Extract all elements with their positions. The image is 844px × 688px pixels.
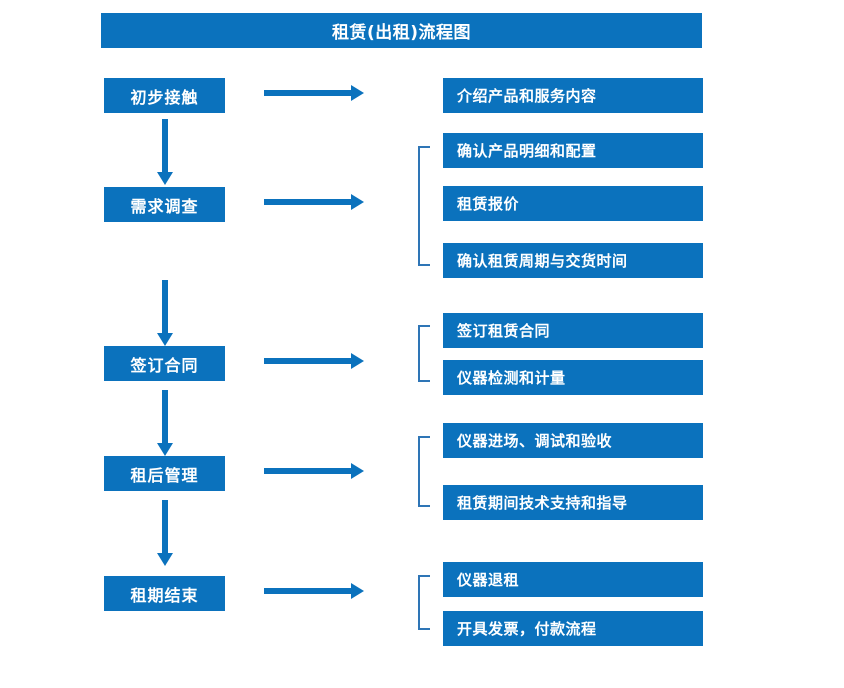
detail-box-仪器退租[interactable]: 仪器退租 (443, 562, 703, 597)
arrow-shaft (162, 119, 168, 172)
stage-box-租后管理[interactable]: 租后管理 (104, 456, 225, 491)
detail-box-签订租赁合同[interactable]: 签订租赁合同 (443, 313, 703, 348)
detail-box-确认租赁周期与交货时间[interactable]: 确认租赁周期与交货时间 (443, 243, 703, 278)
detail-box-仪器检测和计量[interactable]: 仪器检测和计量 (443, 360, 703, 395)
arrow-down-icon (157, 390, 173, 456)
bracket-group-5 (418, 575, 430, 630)
arrow-down-icon (157, 500, 173, 566)
arrow-head (351, 85, 364, 101)
arrow-shaft (162, 280, 168, 333)
bracket-group-3 (418, 325, 430, 382)
chart-title: 租赁(出租)流程图 (101, 13, 702, 48)
arrow-down-icon (157, 119, 173, 185)
arrow-down-icon (157, 280, 173, 346)
stage-box-需求调查[interactable]: 需求调查 (104, 187, 225, 222)
stage-box-初步接触[interactable]: 初步接触 (104, 78, 225, 113)
arrow-right-icon (264, 85, 364, 101)
arrow-shaft (264, 468, 352, 474)
arrow-shaft (264, 90, 352, 96)
bracket-group-4 (418, 436, 430, 507)
arrow-head (351, 353, 364, 369)
arrow-shaft (162, 500, 168, 553)
bracket-group-2 (418, 146, 430, 266)
detail-box-租赁报价[interactable]: 租赁报价 (443, 186, 703, 221)
detail-box-介绍产品和服务内容[interactable]: 介绍产品和服务内容 (443, 78, 703, 113)
arrow-head (351, 583, 364, 599)
stage-box-签订合同[interactable]: 签订合同 (104, 346, 225, 381)
arrow-right-icon (264, 583, 364, 599)
detail-box-仪器进场调试和验收[interactable]: 仪器进场、调试和验收 (443, 423, 703, 458)
arrow-head (157, 553, 173, 566)
arrow-right-icon (264, 353, 364, 369)
stage-box-租期结束[interactable]: 租期结束 (104, 576, 225, 611)
detail-box-确认产品明细和配置[interactable]: 确认产品明细和配置 (443, 133, 703, 168)
arrow-head (157, 443, 173, 456)
detail-box-开具发票付款流程[interactable]: 开具发票，付款流程 (443, 611, 703, 646)
detail-box-租赁期间技术支持和指导[interactable]: 租赁期间技术支持和指导 (443, 485, 703, 520)
arrow-head (351, 463, 364, 479)
arrow-shaft (264, 588, 352, 594)
arrow-shaft (264, 199, 352, 205)
arrow-head (157, 172, 173, 185)
arrow-right-icon (264, 194, 364, 210)
arrow-right-icon (264, 463, 364, 479)
arrow-head (157, 333, 173, 346)
arrow-shaft (264, 358, 352, 364)
arrow-shaft (162, 390, 168, 443)
arrow-head (351, 194, 364, 210)
